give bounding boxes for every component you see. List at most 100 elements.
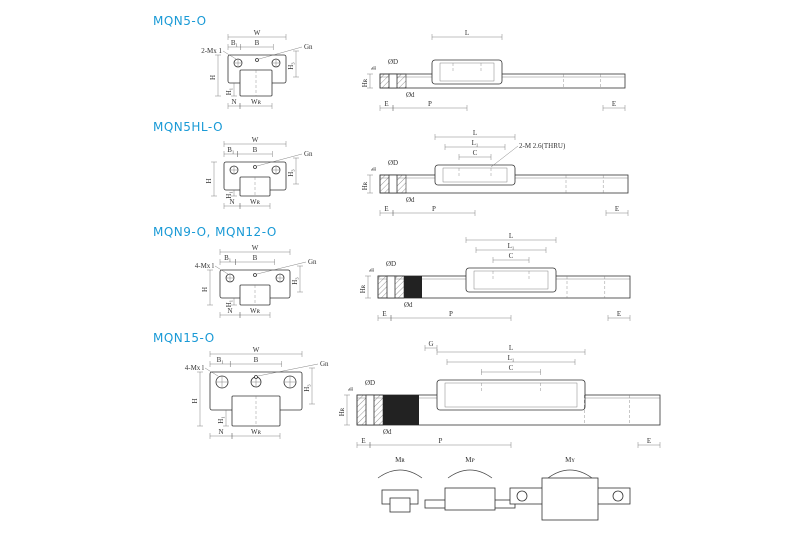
dim-B: B [254,356,259,364]
section-title: MQN9-O, MQN12-O [153,225,277,239]
dim-WR: Wʀ [251,98,262,106]
dim-B: B [253,254,258,262]
dim-h: h [368,268,376,272]
label-Gn: Gn [320,360,329,368]
dim-d: Ød [406,196,415,204]
product-section-3: MQN9-O, MQN12-O W B₁ B Gn 4-Mx l H H₁ H₃ N Wʀ L L₁ C Ø… [153,225,631,321]
dim-H3: H₃ [287,169,295,177]
dim-L1: L₁ [472,139,479,147]
dim-N: N [229,198,234,206]
dim-WR: Wʀ [250,307,261,315]
dim-h: h [347,387,355,391]
dim-E-left: E [384,205,388,213]
side-view: L L₁ C G ØD Ød Hʀ hE P E [338,340,661,448]
dim-H3: H₃ [287,62,295,70]
cross-section-view: W B₁ B Gn 4-Mx l H H₁ H₃ N Wʀ [195,244,317,318]
dim-D: ØD [388,159,398,167]
section-title: MQN5-O [153,14,207,28]
dim-P: P [439,437,443,445]
dim-H: H [209,75,217,80]
dim-P: P [432,205,436,213]
dim-H3: H₃ [303,384,311,392]
dim-H: H [191,398,199,403]
rotation-arrow-icon [547,469,593,479]
moment-diagram-2: Mᴘ [424,456,516,511]
dim-H: H [205,178,213,183]
dim-h: h [370,167,378,171]
dim-B1: B₁ [224,254,231,262]
dim-N: N [227,307,232,315]
product-section-4: MQN15-O W B₁ B Gn 4-Mx l H H₁ H₃ N Wʀ L L₁ C G ØD Ød Hʀ hE… [153,331,661,448]
moment-label: Mʏ [565,456,575,464]
rotation-arrow-icon [377,469,423,479]
dim-L1: L₁ [508,354,515,362]
label-Gn: Gn [304,43,313,51]
label-mounting-thread: 4-Mx l [195,262,214,270]
dim-B: B [255,39,260,47]
section-title: MQN15-O [153,331,215,345]
dim-L: L [473,129,477,137]
dim-H1: H₁ [225,88,233,96]
dim-W: W [252,136,259,144]
label-mounting-thread: 2-Mx 1 [201,47,222,55]
dim-L: L [465,29,469,37]
dim-E-left: E [382,310,386,318]
dim-h: h [370,66,378,70]
dim-C: C [509,364,514,372]
dim-G: G [428,340,433,348]
dim-P: P [428,100,432,108]
dim-E-right: E [617,310,621,318]
dim-B1: B₁ [227,146,234,154]
dim-L: L [509,344,513,352]
dim-D: ØD [386,260,396,268]
dim-d: Ød [406,91,415,99]
dim-L1: L₁ [508,242,515,250]
label-mounting-thread: 4-Mx l [185,364,204,372]
dim-d: Ød [383,428,392,436]
moment-diagram-3: Mʏ [509,456,631,521]
dim-C: C [509,252,514,260]
dim-E-left: E [361,437,365,445]
label-Gn: Gn [308,258,317,266]
dim-W: W [252,244,259,252]
moment-diagram-1: Mʀ [377,456,423,513]
dim-E-right: E [612,100,616,108]
dim-B1: B₁ [217,356,224,364]
dim-N: N [218,428,223,436]
dim-B1: B₁ [231,39,238,47]
side-view: L L₁ C 2-M 2.6(THRU) ØD Ød Hʀ hE P E [361,129,629,216]
dim-HR: Hʀ [338,407,346,416]
label-Gn: Gn [304,150,313,158]
cross-section-view: W B₁ B Gn 4-Mx l H H₁ H₃ N Wʀ [185,346,329,439]
dim-HR: Hʀ [361,181,369,190]
moment-label: Mʀ [395,456,405,464]
dim-N: N [231,98,236,106]
dim-E-right: E [647,437,651,445]
dim-d: Ød [404,301,413,309]
dim-HR: Hʀ [359,284,367,293]
dim-H: H [201,287,209,292]
label-thru-hole: 2-M 2.6(THRU) [519,142,566,150]
dim-H1: H₁ [217,416,225,424]
dim-D: ØD [365,379,375,387]
dim-H1: H₁ [225,191,233,199]
dim-C: C [473,149,478,157]
section-title: MQN5HL-O [153,120,223,134]
dim-H3: H₃ [291,277,299,285]
dim-WR: Wʀ [251,428,262,436]
dim-HR: Hʀ [361,78,369,87]
moment-label: Mᴘ [465,456,474,464]
dim-L: L [509,232,513,240]
dim-W: W [253,346,260,354]
rotation-arrow-icon [447,469,493,479]
dim-E-right: E [615,205,619,213]
dim-H1: H₁ [225,300,233,308]
dim-B: B [253,146,258,154]
